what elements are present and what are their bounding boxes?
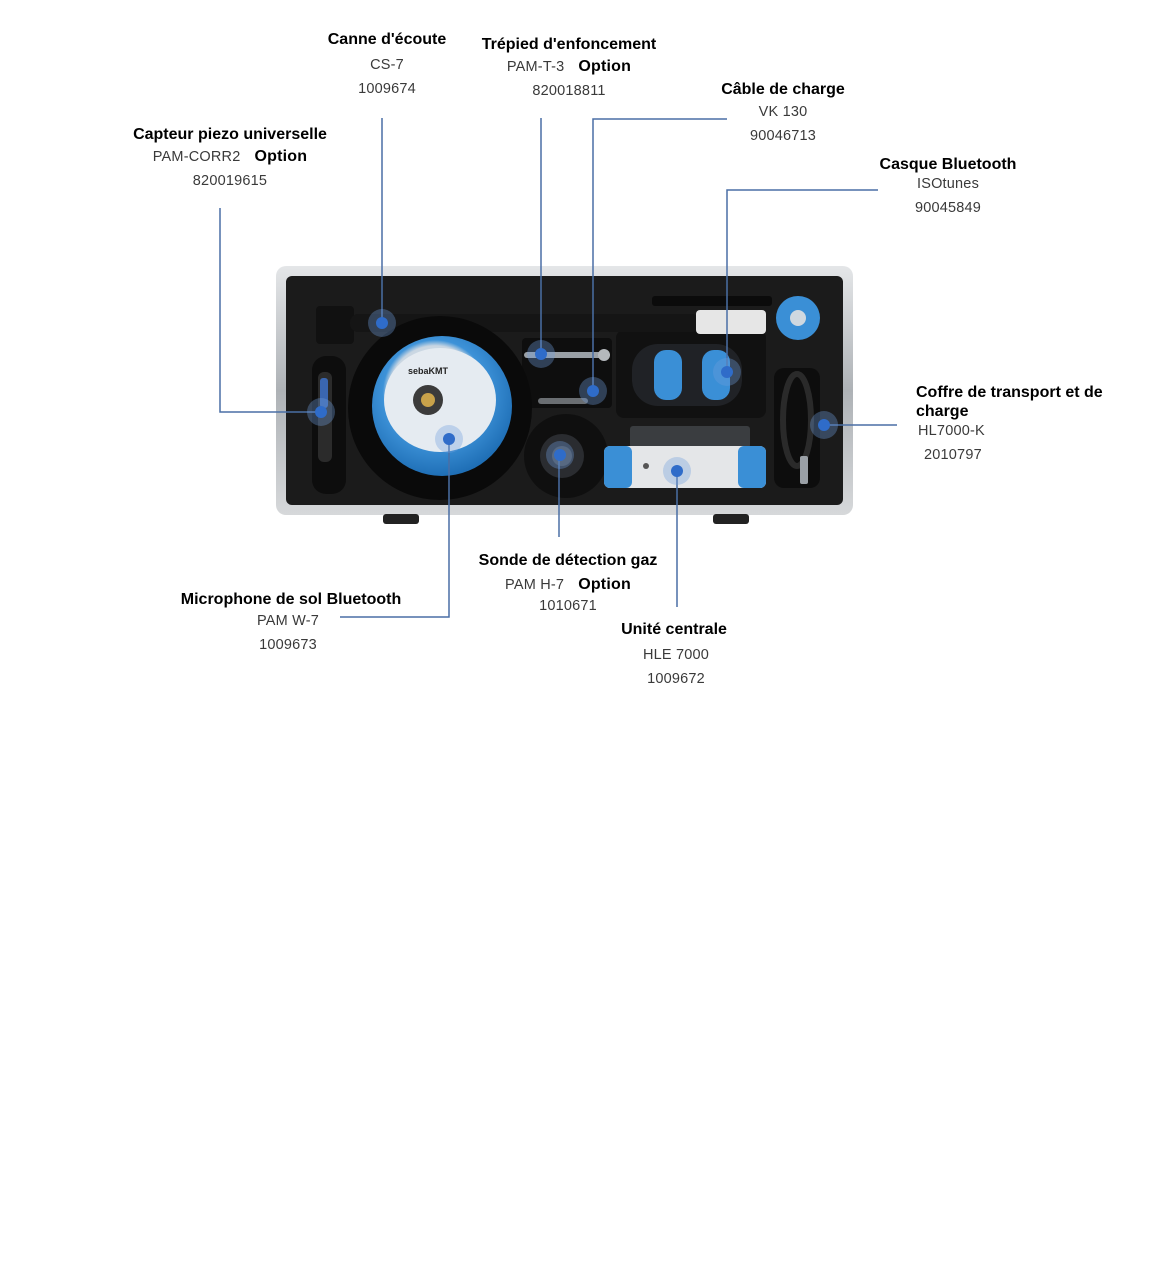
leader-line-microphone: [340, 439, 450, 618]
label-code: 1009674: [358, 81, 416, 97]
leader-line-cable: [592, 118, 727, 391]
leader-lines: [219, 118, 897, 618]
marker-unite[interactable]: [663, 457, 691, 485]
label-coffre: Coffre de transport et de charge HL7000-…: [916, 383, 1116, 467]
label-code: 90045849: [914, 200, 982, 216]
marker-coffre[interactable]: [810, 411, 838, 439]
label-title: Casque Bluetooth: [879, 156, 1017, 173]
label-title: Câble de charge: [721, 81, 845, 98]
marker-trepied[interactable]: [527, 340, 555, 368]
marker-casque[interactable]: [713, 358, 741, 386]
label-code: 1009673: [259, 637, 317, 653]
label-model: PAM-T-3: [506, 59, 565, 75]
label-title: Trépied d'enfoncement: [481, 36, 657, 53]
label-model: PAM W-7: [256, 613, 320, 629]
label-model: PAM H-7: [505, 577, 565, 593]
label-microphone: Microphone de sol Bluetooth PAM W-7 1009…: [176, 590, 406, 657]
case-foot: [383, 514, 419, 524]
case-foot: [713, 514, 749, 524]
listening-rod: [316, 296, 820, 344]
option-badge: Option: [254, 148, 308, 165]
piezo-sensor: [318, 372, 332, 462]
label-model: ISOtunes: [916, 176, 980, 192]
label-title: Capteur piezo universelle: [133, 126, 327, 143]
label-sonde: Sonde de détection gaz PAM H-7 Option 101…: [472, 551, 664, 618]
label-model: HLE 7000: [642, 647, 710, 663]
label-canne: Canne d'écoute CS-7 1009674: [316, 30, 458, 101]
ground-microphone: sebaKMT: [348, 316, 532, 500]
leader-line-casque: [726, 189, 878, 372]
label-code: 820019615: [192, 173, 268, 189]
label-cable: Câble de charge VK 130 90046713: [717, 80, 849, 148]
markers: [307, 309, 838, 485]
central-unit: [604, 426, 766, 488]
marker-capteur[interactable]: [307, 398, 335, 426]
label-model: CS-7: [370, 57, 404, 73]
label-casque: Casque Bluetooth ISOtunes 90045849: [874, 155, 1022, 220]
label-title: Coffre de transport et de charge: [916, 384, 1103, 420]
marker-canne[interactable]: [368, 309, 396, 337]
label-title: Microphone de sol Bluetooth: [180, 591, 402, 608]
label-model: HL7000-K: [918, 423, 985, 439]
leader-line-capteur: [219, 208, 320, 413]
option-badge: Option: [578, 58, 632, 75]
option-badge: Option: [578, 576, 631, 593]
marker-microphone[interactable]: [435, 425, 463, 453]
label-model: PAM-CORR2: [152, 149, 241, 165]
label-code: 1010671: [539, 598, 597, 614]
label-title: Unité centrale: [621, 621, 727, 638]
label-title: Sonde de détection gaz: [478, 552, 658, 569]
marker-sonde[interactable]: [546, 441, 574, 469]
label-unite: Unité centrale HLE 7000 1009672: [614, 620, 734, 691]
bluetooth-headset: [632, 344, 742, 406]
label-code: 2010797: [924, 447, 982, 463]
label-code: 90046713: [749, 128, 817, 144]
label-trepied: Trépied d'enfoncement PAM-T-3 Option 8200…: [478, 35, 660, 103]
label-code: 1009672: [647, 671, 705, 687]
product-logo: sebaKMT: [408, 366, 449, 376]
label-model: VK 130: [758, 104, 808, 120]
label-capteur: Capteur piezo universelle PAM-CORR2 Optio…: [128, 125, 332, 193]
marker-cable[interactable]: [579, 377, 607, 405]
charging-cable: [780, 371, 814, 484]
label-code: 820018811: [532, 83, 606, 99]
label-title: Canne d'écoute: [327, 31, 447, 48]
